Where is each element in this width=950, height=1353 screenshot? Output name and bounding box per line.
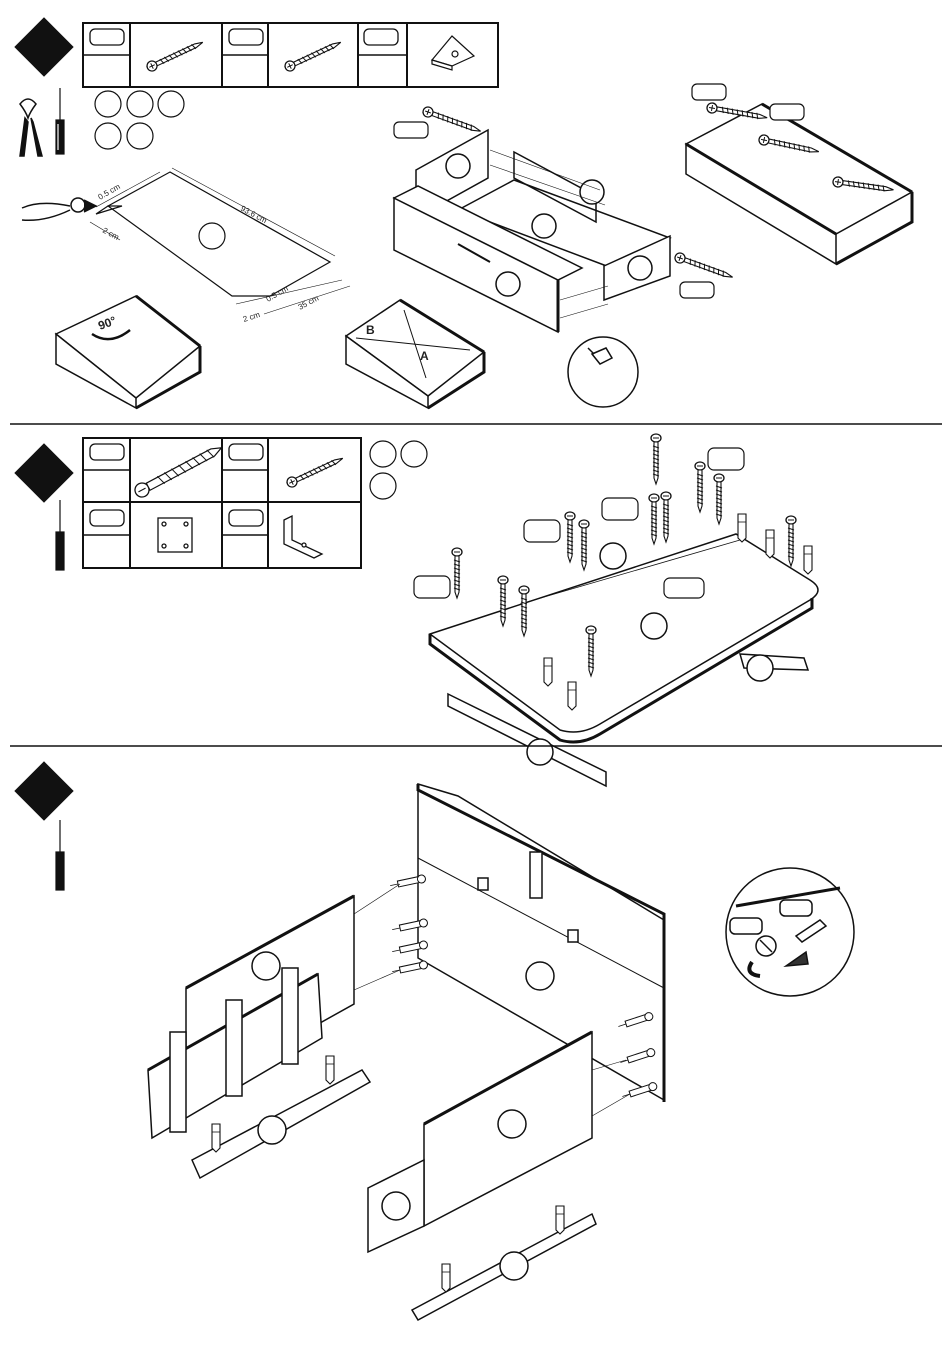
drawer-assembled [686,104,912,264]
diagonal-check-box [346,300,484,408]
pliers-icon [20,99,42,156]
base-panel [430,534,818,742]
screwdriver-icon [56,820,64,890]
step-marker-3 [14,761,73,820]
front-rail [412,1214,596,1320]
parts-table-2 [83,438,361,568]
screw-icon [285,454,345,489]
part-circles-1 [95,91,184,149]
diagonal-a-label: A [420,349,429,363]
back-panel-dimensioned [96,172,330,296]
screwdriver-icon [56,500,64,570]
detail-magnifier-2 [726,868,854,996]
back-panel [418,784,664,1102]
drawer-exploded [394,130,670,332]
diagonal-b-label: B [366,323,375,337]
dim-side-edge: 2 cm [101,226,121,242]
screw-icon [674,252,735,282]
mounting-plate-icon [158,518,192,552]
angle-bracket-icon [284,516,322,558]
dim-top-edge: 0.5 cm [97,182,123,202]
step-marker-2 [14,443,73,502]
screwdriver-icon [56,88,64,154]
corner-block-icon [432,36,474,70]
pliers-cutting-icon [22,198,96,220]
step-marker-1 [14,17,73,76]
detail-magnifier-1 [568,337,638,407]
part-circles-2 [370,441,427,499]
screw-icon [283,38,343,73]
screw-icon [422,106,483,136]
square-check-box [56,296,200,408]
screw-icon [145,38,205,73]
dim-width: 35 cm [297,293,321,311]
long-screw-icon [133,442,225,500]
dim-bottom-side: 2 cm [242,310,262,324]
